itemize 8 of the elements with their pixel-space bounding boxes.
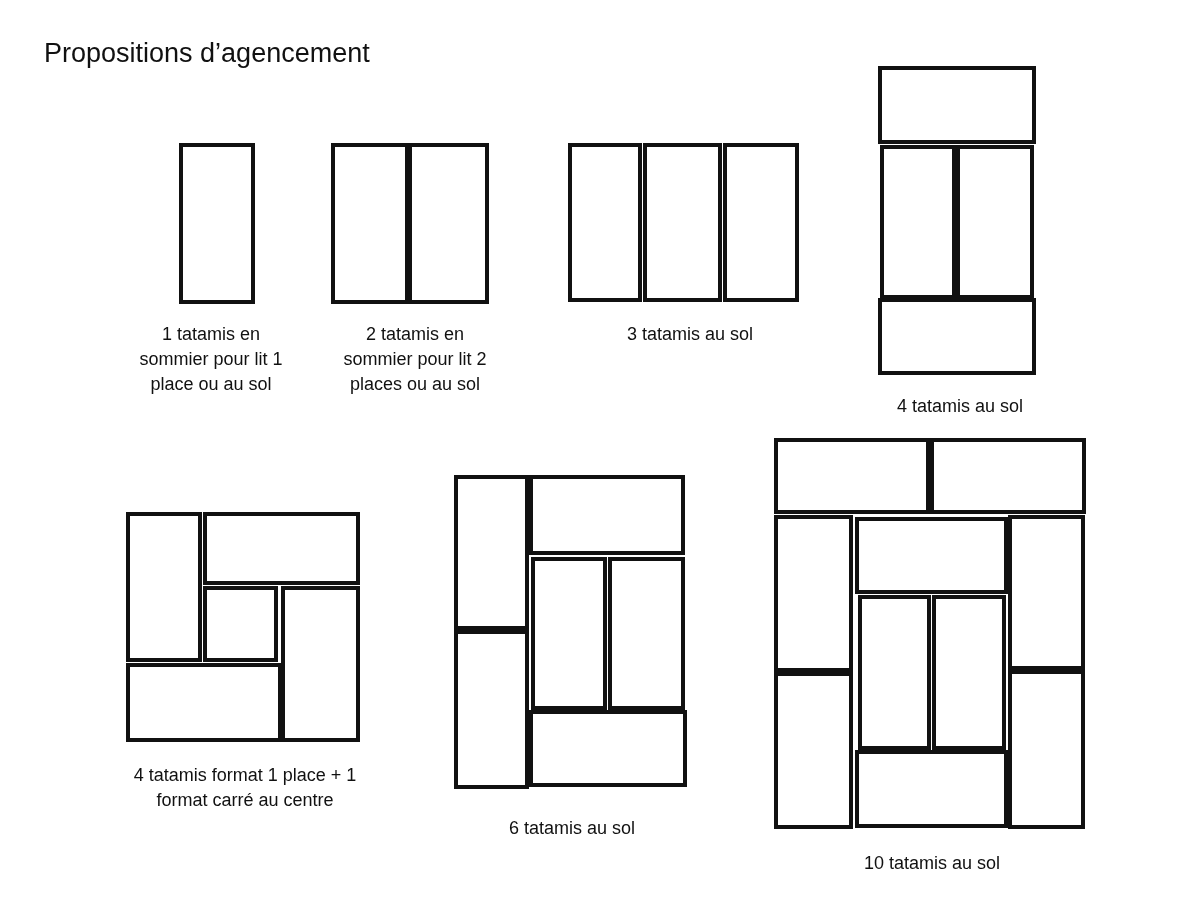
layout-caption: 10 tatamis au sol xyxy=(862,852,1002,875)
layout-caption: 6 tatamis au sol xyxy=(507,817,637,840)
layout-caption: 1 tatamis en sommier pour lit 1 place ou au sol xyxy=(138,323,284,396)
page-title: Propositions d’agencement xyxy=(44,38,370,69)
layout-caption: 4 tatamis au sol xyxy=(895,395,1025,418)
layout-caption: 4 tatamis format 1 place + 1 format carré au centre xyxy=(132,764,358,812)
layout-caption: 2 tatamis en sommier pour lit 2 places ou au sol xyxy=(342,323,488,396)
layout-caption: 3 tatamis au sol xyxy=(625,323,755,346)
